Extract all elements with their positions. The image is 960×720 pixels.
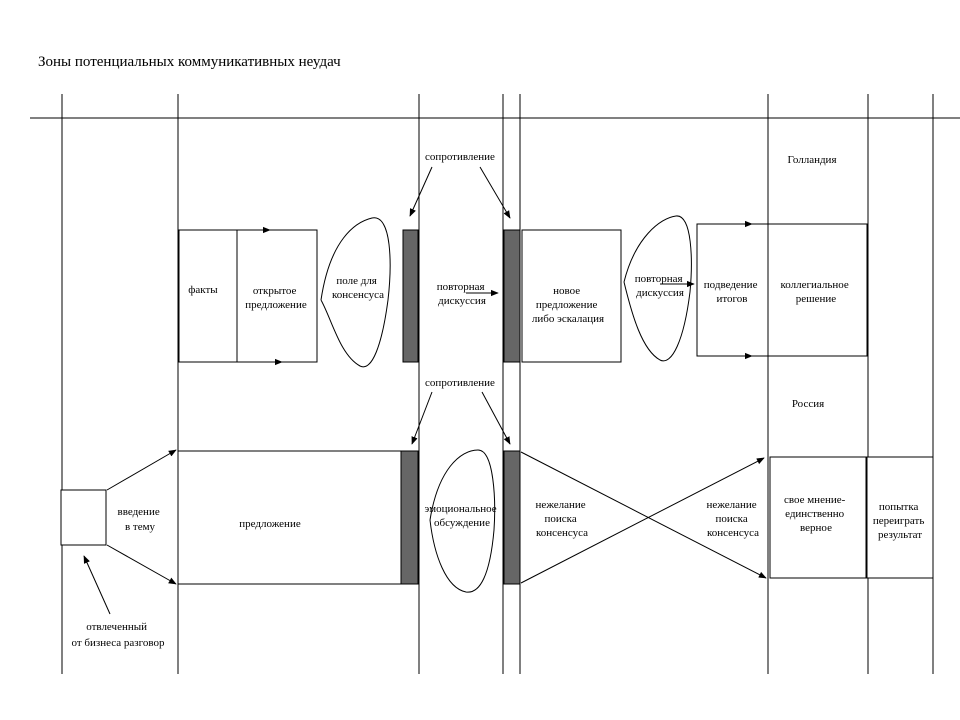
replay-box <box>866 456 934 579</box>
repeat-discussion-label: повторная дискуссия <box>437 281 488 307</box>
reluctance-1-label: нежелание поиска консенсуса <box>536 499 589 539</box>
summary-label: подведение итогов <box>704 279 760 305</box>
intro-label: введение в тему <box>118 506 163 533</box>
open-offer-label: открытое предложение <box>245 285 307 311</box>
emotional-discussion-loop <box>429 449 496 593</box>
consensus-field-label: поле для консенсуса <box>332 275 384 301</box>
region-netherlands-label: Голландия <box>787 154 836 166</box>
resistance-wall-top-left <box>402 229 419 363</box>
resistance-wall-bottom-right <box>503 450 521 585</box>
repeat-discussion-2-label: повторная дискуссия <box>635 273 686 299</box>
facts-box <box>178 229 318 363</box>
resistance-wall-bottom-left <box>400 450 419 585</box>
new-offer-box <box>521 229 622 363</box>
resistance-bottom-label: сопротивление <box>425 377 495 389</box>
resistance-wall-top-right <box>503 229 521 363</box>
lane-lines <box>61 94 934 674</box>
offtopic-label: отвлеченный от бизнеса разговор <box>71 621 165 649</box>
decision-box <box>696 223 868 357</box>
collegial-decision-label: коллегиальное решение <box>780 279 851 305</box>
facts-label: факты <box>188 284 218 296</box>
new-offer-label: новое предложение либо эскалация <box>532 285 604 325</box>
region-russia-label: Россия <box>792 398 824 410</box>
start-box <box>60 489 107 546</box>
offer-label: предложение <box>239 518 301 530</box>
consensus-field-loop <box>320 217 391 368</box>
reluctance-2-label: нежелание поиска консенсуса <box>707 499 760 539</box>
repeat-discussion-loop <box>623 215 692 362</box>
diagram-title: Зоны потенциальных коммуникативных неуда… <box>38 54 341 70</box>
bottom-flow: введение в тему отвлеченный от бизнеса р… <box>60 377 934 649</box>
resistance-top-label: сопротивление <box>425 151 495 163</box>
top-flow: факты открытое предложение поле для конс… <box>178 151 868 368</box>
emotional-discussion-label: эмоциональное обсуждение <box>425 503 500 529</box>
own-opinion-box <box>769 456 867 579</box>
replay-label: попытка переиграть результат <box>873 501 927 541</box>
own-opinion-label: свое мнение- единственно верное <box>784 494 848 534</box>
